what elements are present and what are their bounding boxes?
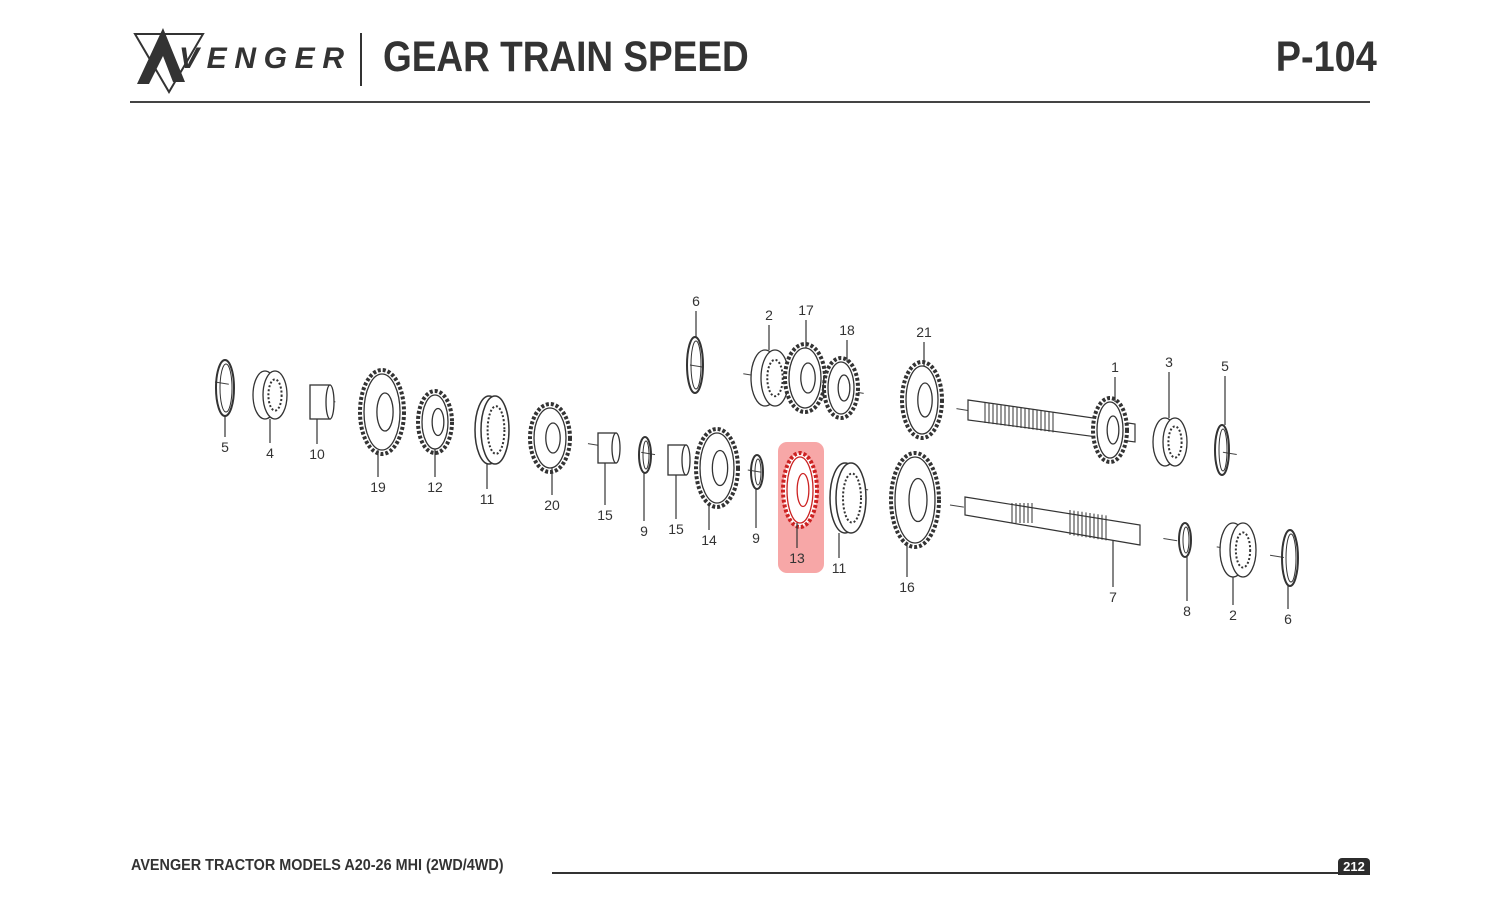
part-sleeve-15[interactable] (667, 444, 691, 476)
part-ring-6[interactable] (1281, 529, 1299, 587)
header-rule (130, 101, 1370, 103)
callout-label: 2 (1229, 607, 1237, 623)
callout-label: 1 (1111, 359, 1119, 375)
part-gear-18[interactable] (822, 356, 860, 420)
part-ring-6[interactable] (686, 336, 704, 394)
part-sleeve-15[interactable] (597, 432, 621, 464)
callout-label: 10 (309, 446, 325, 462)
part-ring-5[interactable] (215, 359, 235, 417)
part-gear-14[interactable] (694, 427, 740, 509)
part-ring-9[interactable] (638, 436, 652, 474)
callout-label: 20 (544, 497, 560, 513)
output-shaft (964, 496, 1141, 546)
part-ring-5[interactable] (1214, 424, 1230, 476)
page-title: GEAR TRAIN SPEED (383, 33, 749, 81)
part-gear-12[interactable] (416, 389, 454, 455)
part-gear-21[interactable] (900, 360, 944, 440)
callout-label: 5 (1221, 358, 1229, 374)
footer-model-text: AVENGER TRACTOR MODELS A20-26 MHI (2WD/4… (131, 857, 504, 874)
part-gear-13[interactable] (781, 451, 819, 529)
page-number: 212 (1338, 858, 1370, 875)
part-gear-20[interactable] (528, 402, 572, 474)
part-gear-19[interactable] (358, 368, 406, 456)
part-washer-8[interactable] (1178, 522, 1192, 558)
part-sleeve-10[interactable] (309, 384, 335, 420)
part-sync-11[interactable] (474, 395, 510, 465)
callout-label: 7 (1109, 589, 1117, 605)
header-divider (360, 33, 362, 86)
part-ring-9[interactable] (750, 454, 764, 490)
part-gear-17[interactable] (783, 342, 827, 414)
callout-label: 5 (221, 439, 229, 455)
callout-label: 12 (427, 479, 443, 495)
callout-label: 18 (839, 322, 855, 338)
part-bearing-4[interactable] (252, 370, 288, 420)
part-sync-11[interactable] (829, 462, 867, 534)
callout-label: 9 (752, 530, 760, 546)
part-bearing-3[interactable] (1152, 417, 1188, 467)
callout-label: 15 (668, 521, 684, 537)
callout-label: 11 (480, 491, 495, 507)
callout-label: 21 (916, 324, 932, 340)
callout-label: 3 (1165, 354, 1173, 370)
callout-label: 19 (370, 479, 386, 495)
callout-label: 8 (1183, 603, 1191, 619)
part-bearing-2[interactable] (750, 349, 790, 407)
part-gear-16[interactable] (889, 451, 941, 549)
callout-label: 4 (266, 445, 274, 461)
footer-rule (552, 872, 1338, 874)
callout-label: 2 (765, 307, 773, 323)
callout-label: 9 (640, 523, 648, 539)
part-bearing-2[interactable] (1219, 522, 1257, 578)
callout-label: 17 (798, 302, 814, 318)
callout-label: 14 (701, 532, 717, 548)
avenger-logo: VENGER (133, 28, 344, 94)
callout-label: 11 (832, 560, 847, 576)
callout-label: 13 (789, 550, 805, 566)
callout-label: 15 (597, 507, 613, 523)
callout-label: 16 (899, 579, 915, 595)
part-gear-1[interactable] (1091, 396, 1129, 464)
callout-label: 6 (692, 293, 700, 309)
callout-label: 6 (1284, 611, 1292, 627)
page-code: P-104 (1276, 33, 1377, 81)
